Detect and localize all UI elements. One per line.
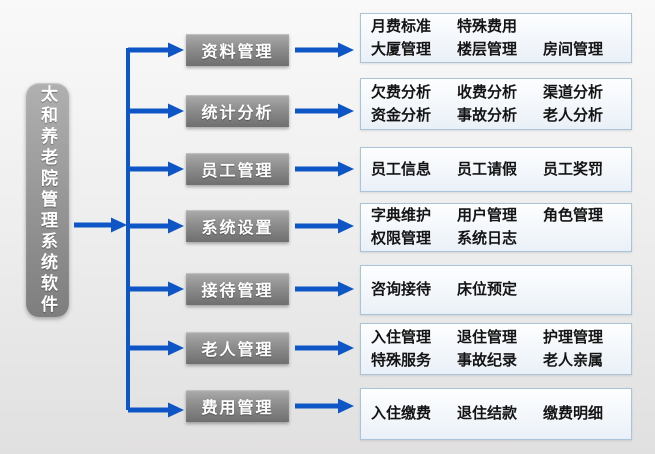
- feature-row: 字典维护 用户管理 角色管理: [371, 205, 631, 227]
- feature-item: 房间管理: [543, 40, 604, 58]
- root-node: 太和养老院管理系统软件: [26, 83, 69, 317]
- module-node-label: 员工管理: [201, 163, 274, 180]
- feature-item: 护理管理: [543, 328, 604, 346]
- feature-item: 大厦管理: [371, 40, 432, 58]
- feature-item: 事故分析: [457, 106, 518, 124]
- feature-box: 月费标准 特殊费用大厦管理 楼层管理 房间管理: [360, 13, 632, 63]
- feature-item: 楼层管理: [457, 40, 518, 58]
- feature-box: 入住管理 退住管理 护理管理特殊服务 事故纪录 老人亲属: [360, 323, 632, 375]
- module-node-label: 系统设置: [201, 220, 274, 237]
- module-node: 老人管理: [186, 332, 289, 364]
- feature-item: 特殊服务: [371, 351, 432, 369]
- module-node-label: 接待管理: [201, 283, 274, 300]
- main-arrow-head: [111, 217, 127, 233]
- feature-item: 床位预定: [457, 281, 518, 298]
- feature-item: 事故纪录: [457, 351, 518, 369]
- feature-item: 员工奖罚: [543, 160, 604, 178]
- node-to-feature-arrow-head: [338, 161, 354, 177]
- node-to-feature-arrow-head: [338, 218, 354, 234]
- feature-item: 员工信息: [371, 160, 432, 178]
- node-to-feature-arrow-head: [338, 42, 354, 58]
- module-node: 费用管理: [186, 390, 289, 422]
- module-node-label: 老人管理: [201, 342, 274, 359]
- node-to-feature-arrow-head: [338, 340, 354, 356]
- feature-item: 渠道分析: [543, 83, 604, 101]
- branch-arrow-head: [168, 402, 184, 418]
- feature-row: 资金分析 事故分析 老人分析: [371, 105, 631, 127]
- module-node: 系统设置: [186, 210, 289, 242]
- feature-row: 权限管理 系统日志: [371, 228, 631, 250]
- feature-item: 用户管理: [457, 207, 518, 224]
- feature-box: 欠费分析 收费分析 渠道分析资金分析 事故分析 老人分析: [360, 78, 632, 130]
- feature-item: 欠费分析: [371, 83, 432, 101]
- feature-box: 咨询接待 床位预定: [360, 265, 632, 315]
- feature-item: 退住管理: [457, 328, 518, 346]
- branch-arrow-head: [168, 340, 184, 356]
- module-node: 员工管理: [186, 153, 289, 185]
- feature-box: 员工信息 员工请假 员工奖罚: [360, 147, 632, 192]
- feature-row: 入住缴费 退住结款 缴费明细: [371, 403, 631, 425]
- module-node-label: 资料管理: [201, 44, 274, 61]
- feature-item: 退住结款: [457, 405, 518, 422]
- feature-row: 特殊服务 事故纪录 老人亲属: [371, 350, 631, 372]
- node-to-feature-arrow-head: [338, 103, 354, 119]
- feature-box: 入住缴费 退住结款 缴费明细: [360, 388, 632, 440]
- feature-item: 权限管理: [371, 230, 432, 247]
- feature-item: 入住管理: [371, 328, 432, 346]
- branch-arrow-head: [168, 218, 184, 234]
- feature-item: 特殊费用: [457, 17, 518, 35]
- branch-arrow-head: [168, 42, 184, 58]
- feature-item: 系统日志: [457, 230, 518, 247]
- feature-item: 角色管理: [543, 207, 604, 224]
- feature-row: 欠费分析 收费分析 渠道分析: [371, 82, 631, 104]
- feature-item: 月费标准: [371, 17, 432, 35]
- node-to-feature-arrow-head: [338, 398, 354, 414]
- feature-item: 收费分析: [457, 83, 518, 101]
- feature-box: 字典维护 用户管理 角色管理权限管理 系统日志: [360, 203, 632, 252]
- branch-arrow-head: [168, 281, 184, 297]
- node-to-feature-arrow-head: [338, 281, 354, 297]
- branch-arrow-head: [168, 161, 184, 177]
- module-node: 接待管理: [186, 273, 289, 305]
- feature-item: 老人亲属: [543, 351, 604, 369]
- feature-item: 员工请假: [457, 160, 518, 178]
- module-node: 统计分析: [186, 95, 289, 127]
- module-node-label: 统计分析: [201, 105, 274, 122]
- feature-item: 缴费明细: [543, 405, 604, 422]
- module-node-label: 费用管理: [201, 400, 274, 417]
- feature-row: 月费标准 特殊费用: [371, 16, 631, 38]
- feature-row: 大厦管理 楼层管理 房间管理: [371, 39, 631, 61]
- module-node: 资料管理: [186, 34, 289, 66]
- root-node-label: 太和养老院管理系统软件: [38, 84, 57, 316]
- feature-item: 入住缴费: [371, 405, 432, 422]
- feature-item: 字典维护: [371, 207, 432, 224]
- feature-item: 咨询接待: [371, 281, 432, 298]
- feature-row: 入住管理 退住管理 护理管理: [371, 327, 631, 349]
- feature-item: 老人分析: [543, 106, 604, 124]
- feature-row: 咨询接待 床位预定: [371, 279, 631, 301]
- branch-arrow-head: [168, 103, 184, 119]
- feature-item: 资金分析: [371, 106, 432, 124]
- feature-row: 员工信息 员工请假 员工奖罚: [371, 159, 631, 181]
